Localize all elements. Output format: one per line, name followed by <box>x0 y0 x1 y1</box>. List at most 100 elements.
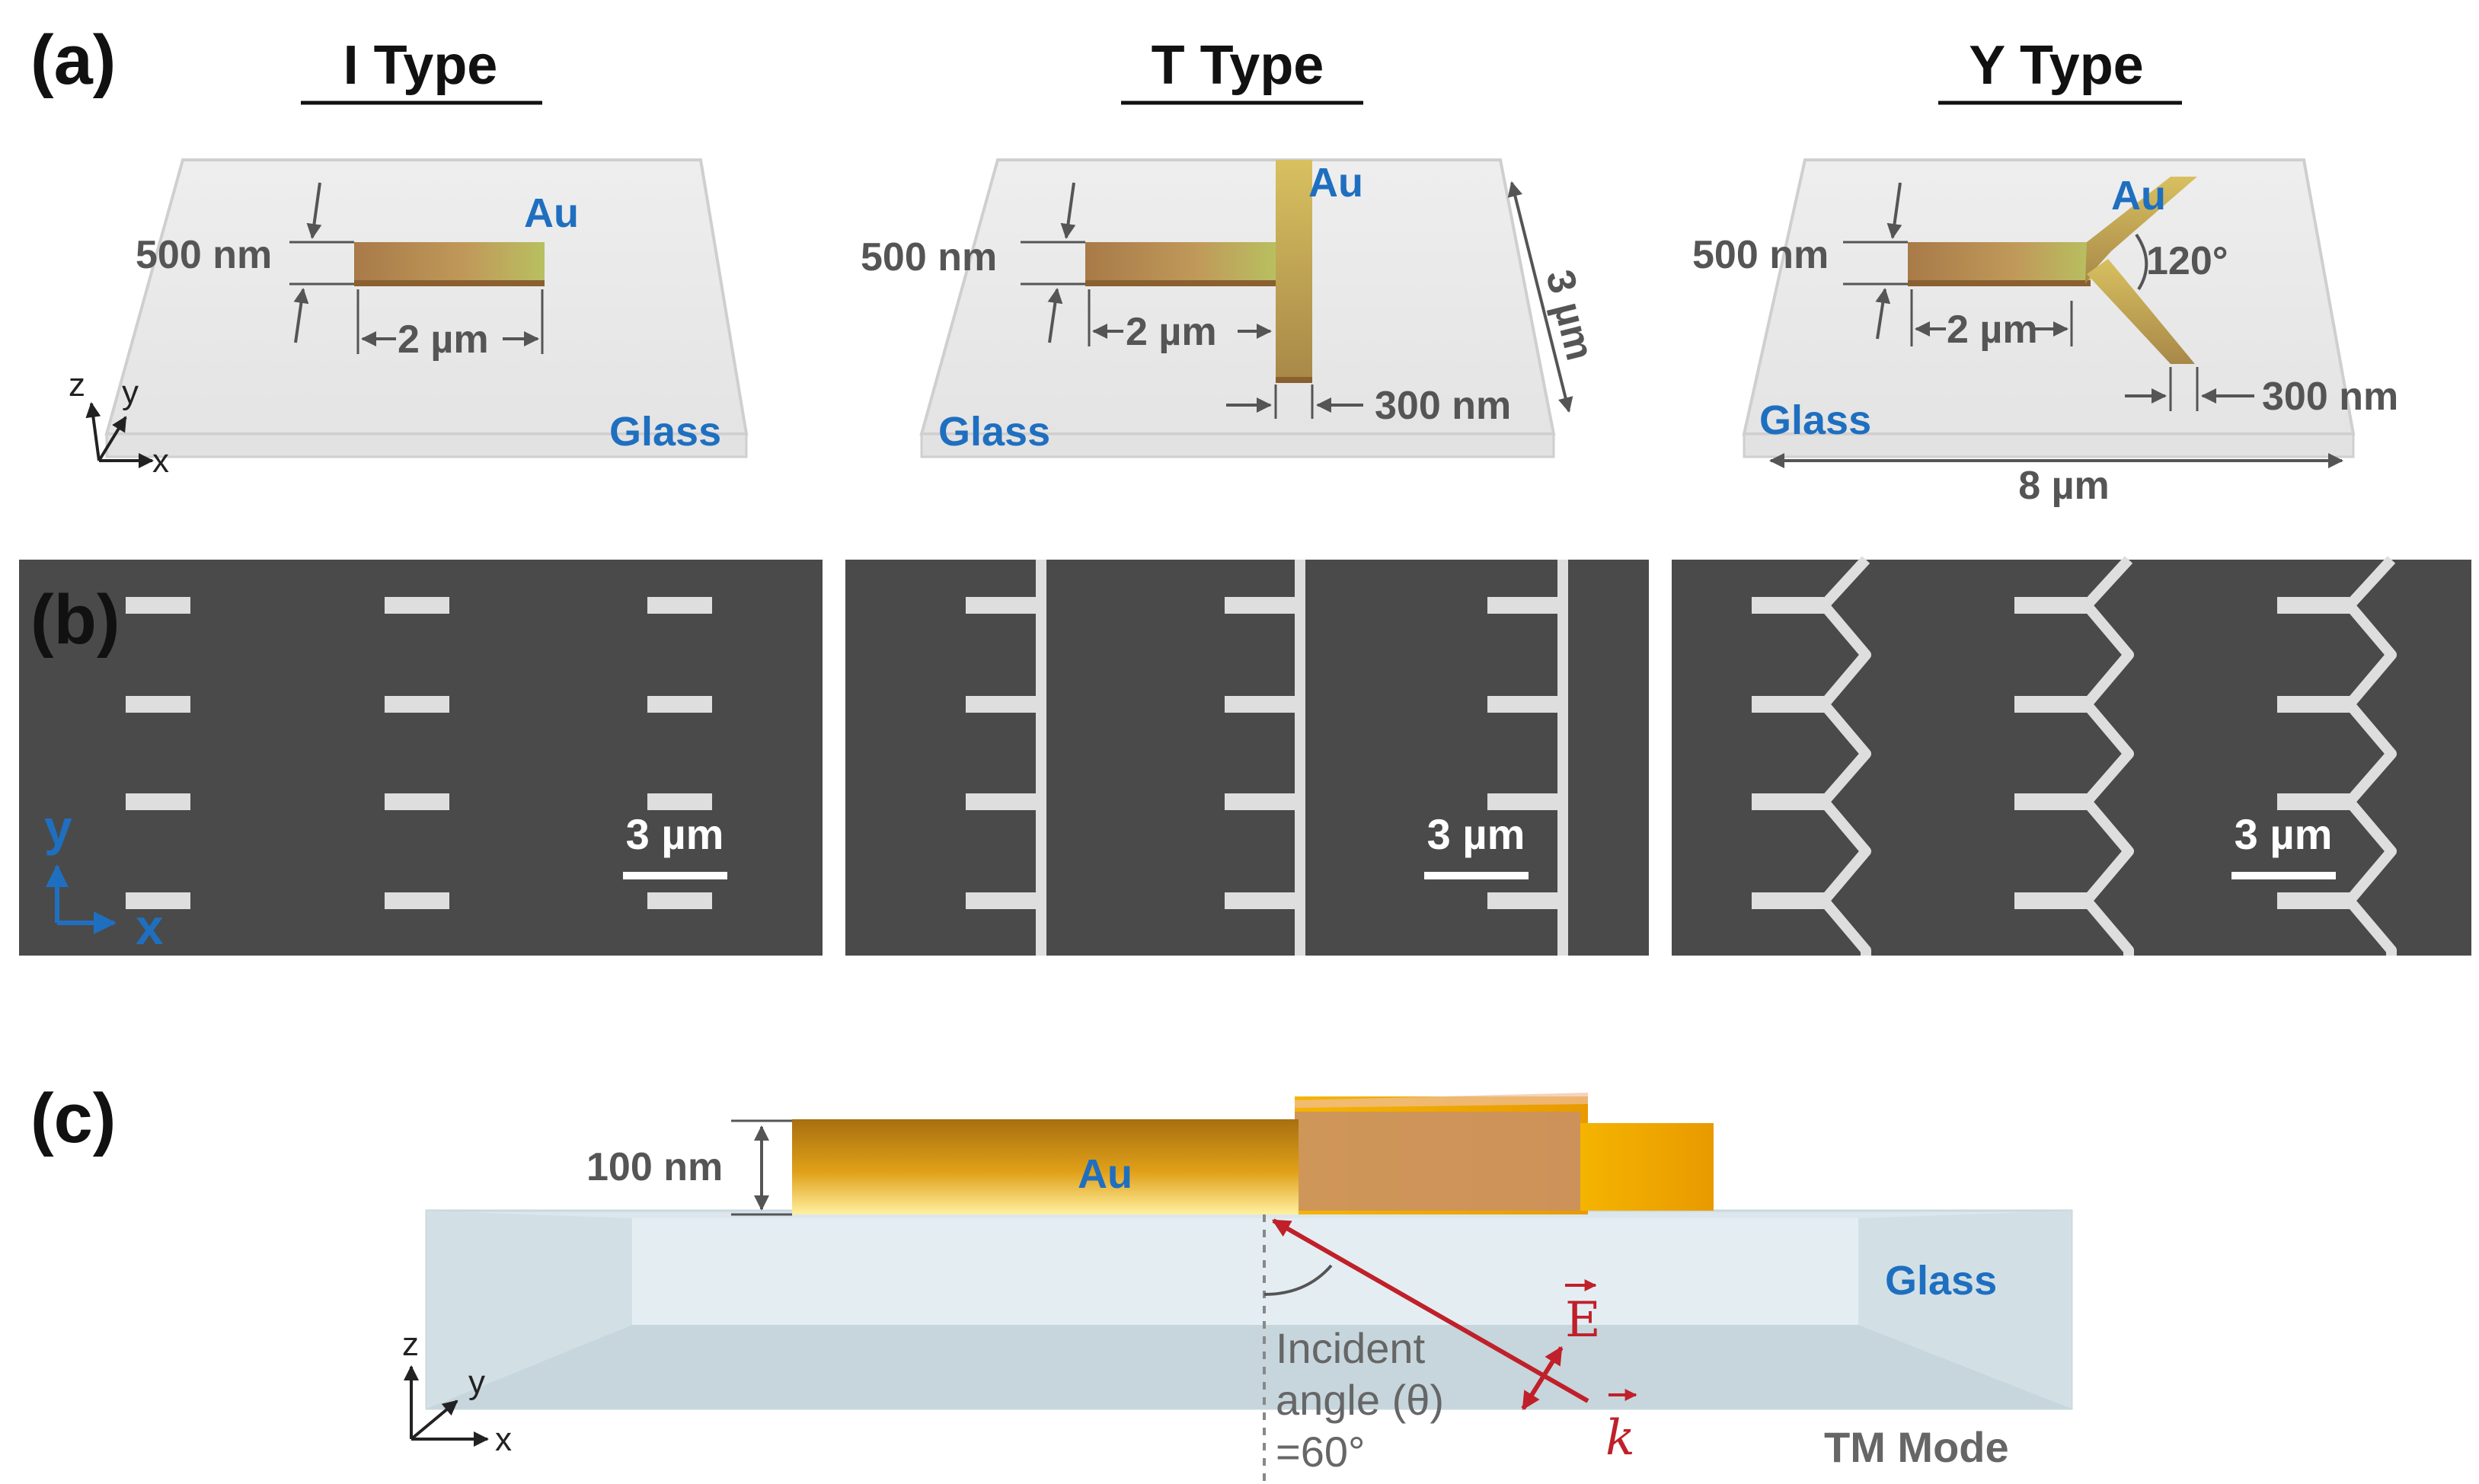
sem-t-stub <box>1487 597 1557 614</box>
sem-y-stub <box>2014 892 2087 909</box>
y-glass-label: Glass <box>1759 397 1871 443</box>
incident-angle-arc <box>1263 1264 1333 1296</box>
gold-film-highlight <box>1295 1093 1588 1108</box>
au-label: Au <box>1078 1151 1132 1197</box>
sem-y-stub <box>2277 696 2350 713</box>
i-width-arrow-bottom <box>293 288 309 343</box>
incident-label-line3: =60° <box>1276 1428 1365 1476</box>
sem-i-features <box>126 597 712 909</box>
thickness-label: 100 nm <box>586 1145 723 1189</box>
gold-film-right <box>1580 1123 1714 1211</box>
sem-axis-y-label: y <box>44 799 72 856</box>
sem-image-y: 3 µm <box>1672 556 2471 956</box>
side-view-schematic: 100 nm Au Glass E k Incident angle (θ) =… <box>402 1093 2073 1484</box>
glass-inner-face <box>632 1218 1858 1325</box>
y-type-schematic: Y Type 120° 500 nm 2 µm 300 nm 8 µm Au G… <box>1692 35 2398 508</box>
glass-label: Glass <box>1885 1258 1997 1304</box>
t-gold-bar <box>1276 160 1312 381</box>
sem-i-bar <box>385 696 449 713</box>
y-gold-stub-edge <box>1908 280 2091 286</box>
panel-label-c: (c) <box>30 1080 116 1157</box>
sem-t-stub <box>1487 696 1557 713</box>
sem-i-bar <box>385 892 449 909</box>
sem-i-bar <box>647 892 712 909</box>
y-width-arrow-top <box>1886 182 1902 239</box>
i-glass-substrate <box>104 158 749 436</box>
t-glass-edge <box>920 432 1555 458</box>
sem-image-i: 3 µm y x <box>19 560 823 956</box>
panel-label-b: (b) <box>30 581 120 659</box>
sem-t-line <box>1557 560 1568 956</box>
y-width-label: 500 nm <box>1692 233 1829 277</box>
i-axis-z <box>85 402 101 461</box>
glass-left-face <box>426 1211 632 1409</box>
i-width-label: 500 nm <box>136 233 272 277</box>
sem-i-bar <box>385 597 449 614</box>
sem-t-stub <box>966 696 1036 713</box>
y-gold-stub <box>1908 242 2091 284</box>
sem-y-stub <box>2277 793 2350 810</box>
sem-i-bar <box>647 793 712 810</box>
sem-y-stub <box>1752 793 1824 810</box>
sem-i-bar <box>126 597 190 614</box>
sem-t-stub <box>1487 793 1557 810</box>
sem-t-line <box>1295 560 1305 956</box>
sem-y-stub <box>2014 597 2087 614</box>
i-type-schematic: I Type 500 nm 2 µm Au Glass x z y <box>69 35 749 480</box>
tm-mode-label: TM Mode <box>1824 1423 2009 1471</box>
i-au-label: Au <box>524 190 579 236</box>
i-type-title: I Type <box>343 35 498 96</box>
gold-film-front <box>792 1119 1299 1214</box>
incident-label-line1: Incident <box>1276 1324 1426 1372</box>
sem-t-line <box>1036 560 1046 956</box>
sem-y-stub <box>1752 892 1824 909</box>
t-length-label: 2 µm <box>1126 310 1217 354</box>
incident-label-line2: angle (θ) <box>1276 1376 1444 1424</box>
t-type-title: T Type <box>1152 35 1324 96</box>
t-glass-label: Glass <box>938 409 1050 455</box>
i-axis-y-label: y <box>122 374 139 411</box>
y-width-arrow-bottom <box>1875 288 1891 340</box>
sem-i-scale-label: 3 µm <box>626 810 724 858</box>
t-gold-stub <box>1085 242 1276 284</box>
e-field-label: E <box>1565 1292 1601 1348</box>
sem-t-features <box>966 560 1568 956</box>
t-gold-bar-edge <box>1276 377 1312 383</box>
sem-y-stub <box>2277 892 2350 909</box>
t-gold-stub-edge <box>1085 280 1276 286</box>
sem-y-stub <box>1752 696 1824 713</box>
t-width-arrow-top <box>1060 182 1076 239</box>
y-gold-arm-upper <box>2085 177 2197 284</box>
t-bar-width-label: 300 nm <box>1375 384 1511 428</box>
sem-y-zigzag <box>1819 556 1871 956</box>
y-gold-arm-lower <box>2087 259 2195 364</box>
y-length-label: 2 µm <box>1947 308 2038 352</box>
sem-y-stub <box>1752 597 1824 614</box>
sem-image-t: 3 µm <box>845 560 1649 956</box>
sem-y-zigzag <box>2344 556 2397 956</box>
c-axis-y-label: y <box>468 1364 485 1401</box>
sem-t-stub <box>1225 793 1295 810</box>
glass-bottom-face <box>426 1325 2072 1409</box>
y-period-label: 8 µm <box>2018 464 2110 508</box>
i-axis-z-label: z <box>69 366 85 404</box>
sem-axis-x-label: x <box>136 898 164 955</box>
sem-bg-i <box>19 560 823 956</box>
i-axis-x-label: x <box>152 442 169 480</box>
c-axis-x-label: x <box>495 1421 512 1458</box>
i-axis-y <box>97 416 127 462</box>
sem-i-bar <box>385 793 449 810</box>
sem-i-bar <box>126 892 190 909</box>
sem-t-stub <box>1225 597 1295 614</box>
c-axis-z-label: z <box>402 1326 419 1363</box>
y-angle-label: 120° <box>2146 239 2228 283</box>
t-bar-length-label: 3 µm <box>1537 266 1602 365</box>
y-au-label: Au <box>2111 173 2166 219</box>
sem-t-stub <box>1225 696 1295 713</box>
sem-bg-y <box>1672 560 2471 956</box>
sem-bg-t <box>845 560 1649 956</box>
glass-right-face <box>1858 1211 2072 1409</box>
sem-y-scale-label: 3 µm <box>2235 810 2333 858</box>
sem-t-stub <box>1225 892 1295 909</box>
